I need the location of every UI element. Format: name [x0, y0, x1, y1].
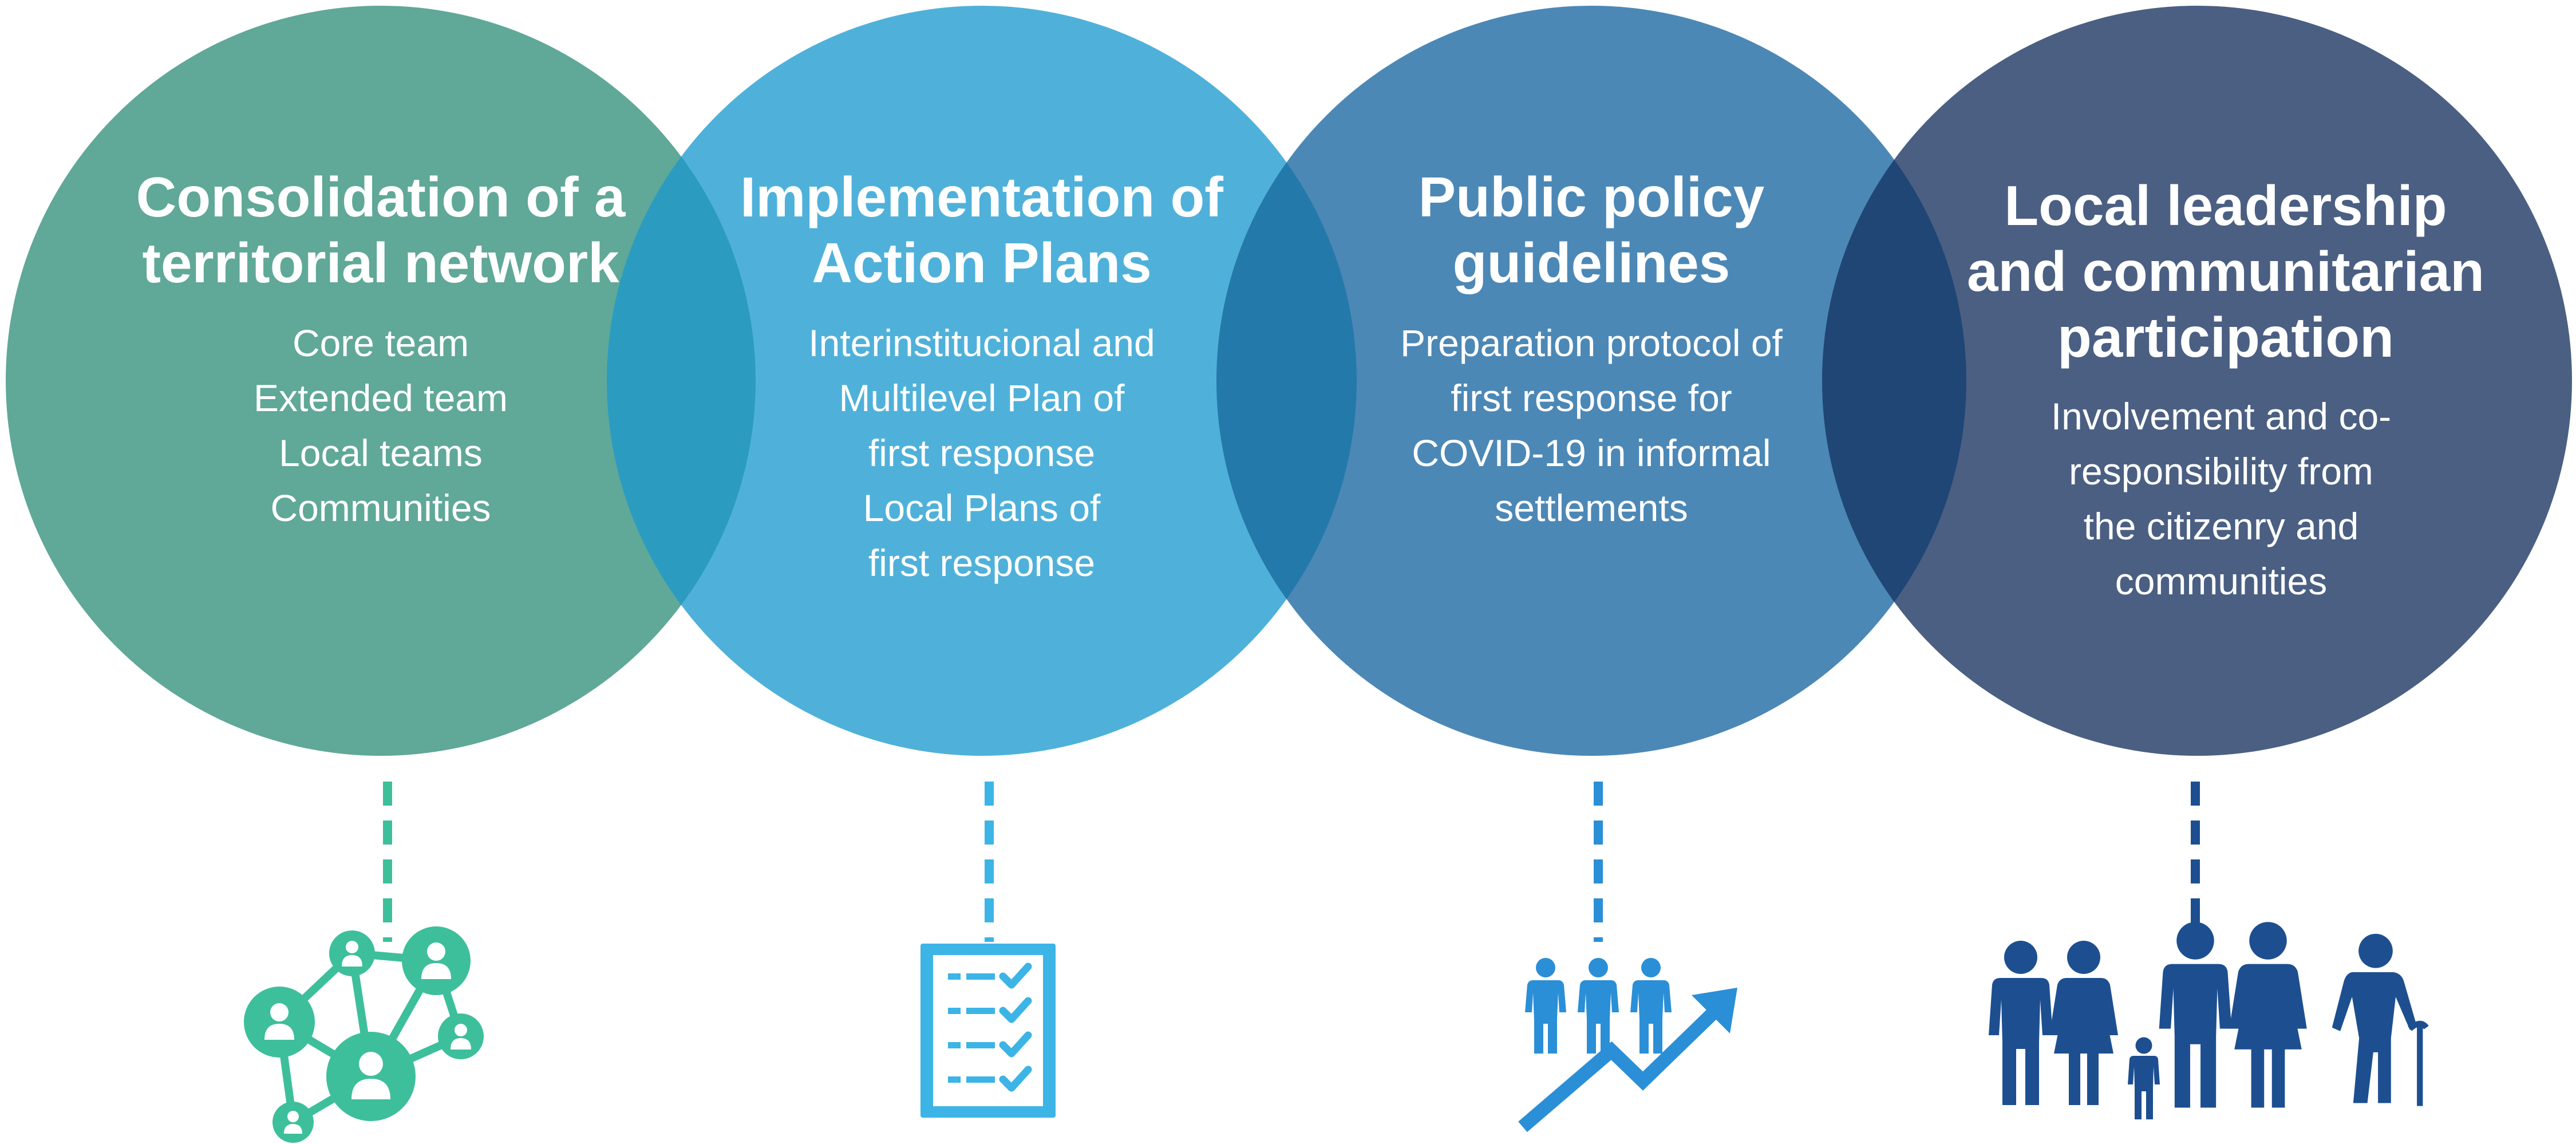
pillar-title-line: Action Plans: [812, 231, 1152, 294]
pillar-title-line: participation: [2057, 306, 2394, 369]
pillar-title-line: and communitarian: [1967, 240, 2484, 303]
pillar-body-line: Local Plans of: [863, 487, 1101, 529]
circle-public-policy: [1216, 6, 1966, 756]
pillar-body-line: first response for: [1451, 377, 1732, 419]
pillar-title-line: territorial network: [142, 231, 619, 294]
circle-local-leadership: [1822, 6, 2572, 756]
pillar-title-line: Consolidation of a: [136, 165, 626, 228]
pillar-body-line: first response: [868, 432, 1095, 474]
pillar-body-line: Interinstitucional and: [808, 322, 1155, 364]
pillar-body-line: Communities: [270, 487, 491, 529]
people-growth-icon: [1518, 958, 1737, 1133]
pillar-title-line: guidelines: [1453, 231, 1730, 294]
pillar-body-line: the citizenry and: [2084, 505, 2359, 547]
network-people-icon: [244, 926, 484, 1143]
pillar-body-line: COVID-19 in informal: [1412, 432, 1771, 474]
family-community-icon: [1989, 922, 2429, 1119]
circle-territorial-network: [6, 6, 756, 756]
pillar-body-line: first response: [868, 542, 1095, 584]
pillar-body-line: communities: [2115, 560, 2327, 602]
pillar-body-line: responsibility from: [2069, 450, 2373, 492]
circle-action-plans: [607, 6, 1357, 756]
pillar-body-line: Local teams: [279, 432, 483, 474]
pillar-title-line: Implementation of: [740, 165, 1223, 228]
pillar-body-line: Preparation protocol of: [1400, 322, 1783, 364]
checklist-icon: [920, 944, 1056, 1118]
pillar-title-line: Local leadership: [2004, 174, 2447, 237]
pillar-body-line: Extended team: [254, 377, 508, 419]
svg-text:Involvement and co-responsibil: Involvement and co-responsibility from th…: [2051, 395, 2391, 602]
pillar-body-line: settlements: [1495, 487, 1688, 529]
pillar-title-line: Public policy: [1419, 165, 1764, 228]
pillar-body-line: Core team: [293, 322, 469, 364]
pillar-body-line: Involvement and co-: [2051, 395, 2391, 437]
pillar-body-line: Multilevel Plan of: [839, 377, 1125, 419]
